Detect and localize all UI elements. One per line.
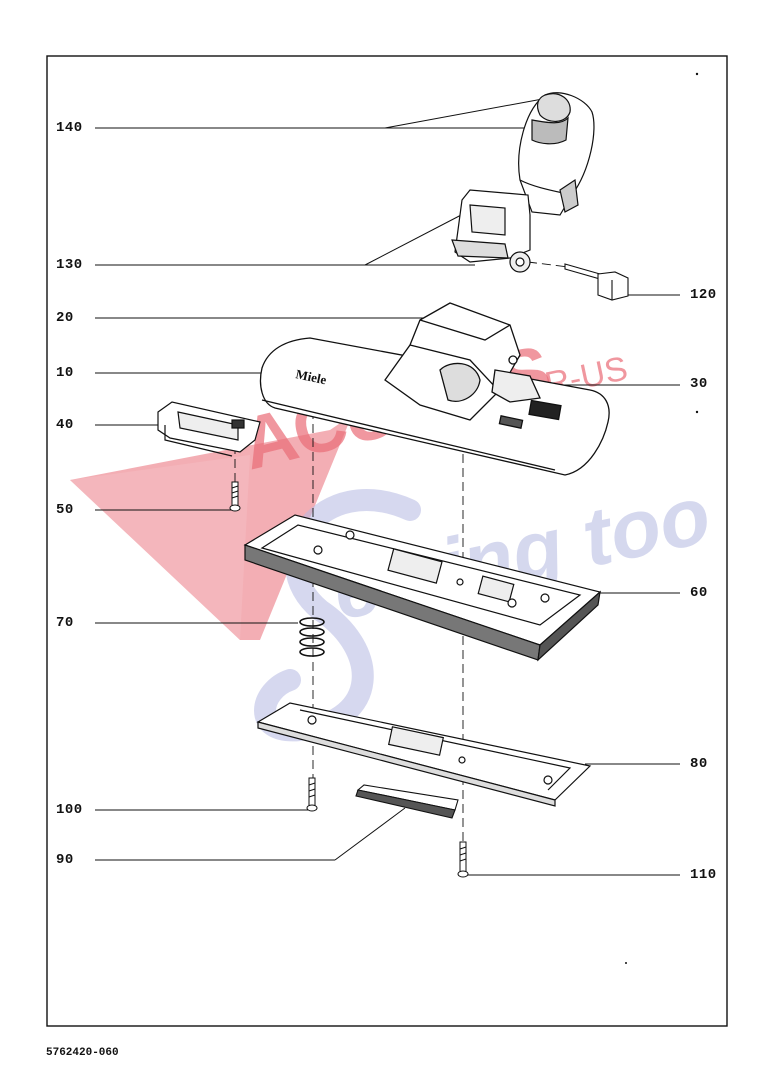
screw-50-part bbox=[229, 481, 241, 512]
part-label-50: 50 bbox=[56, 502, 74, 518]
leader-lines bbox=[95, 97, 680, 876]
part-label-70: 70 bbox=[56, 615, 74, 631]
part-label-110: 110 bbox=[690, 867, 717, 883]
stray-dot bbox=[695, 410, 699, 414]
sealing-strip-part bbox=[355, 784, 459, 819]
brand-logo-text: Miele bbox=[294, 366, 328, 387]
cover-plate-part bbox=[157, 401, 261, 457]
part-label-30: 30 bbox=[690, 376, 708, 392]
part-label-140: 140 bbox=[56, 120, 83, 136]
part-label-120: 120 bbox=[690, 287, 717, 303]
part-label-80: 80 bbox=[690, 756, 708, 772]
brush-plate-part bbox=[243, 514, 602, 662]
part-label-60: 60 bbox=[690, 585, 708, 601]
axle-pin-part bbox=[564, 263, 629, 301]
base-plate-part bbox=[256, 702, 592, 807]
part-label-130: 130 bbox=[56, 257, 83, 273]
part-label-20: 20 bbox=[56, 310, 74, 326]
part-label-40: 40 bbox=[56, 417, 74, 433]
spring-part bbox=[299, 617, 325, 657]
part-label-100: 100 bbox=[56, 802, 83, 818]
diagram-frame bbox=[46, 55, 728, 1027]
screw-100-part bbox=[306, 777, 318, 812]
part-label-10: 10 bbox=[56, 365, 74, 381]
main-housing-part: Miele bbox=[259, 302, 610, 476]
stray-dot bbox=[695, 72, 699, 76]
swivel-neck-part bbox=[451, 92, 595, 273]
document-number: 5762420-060 bbox=[46, 1047, 119, 1059]
part-label-90: 90 bbox=[56, 852, 74, 868]
stray-dot bbox=[625, 962, 627, 964]
screw-110-part bbox=[457, 841, 469, 878]
